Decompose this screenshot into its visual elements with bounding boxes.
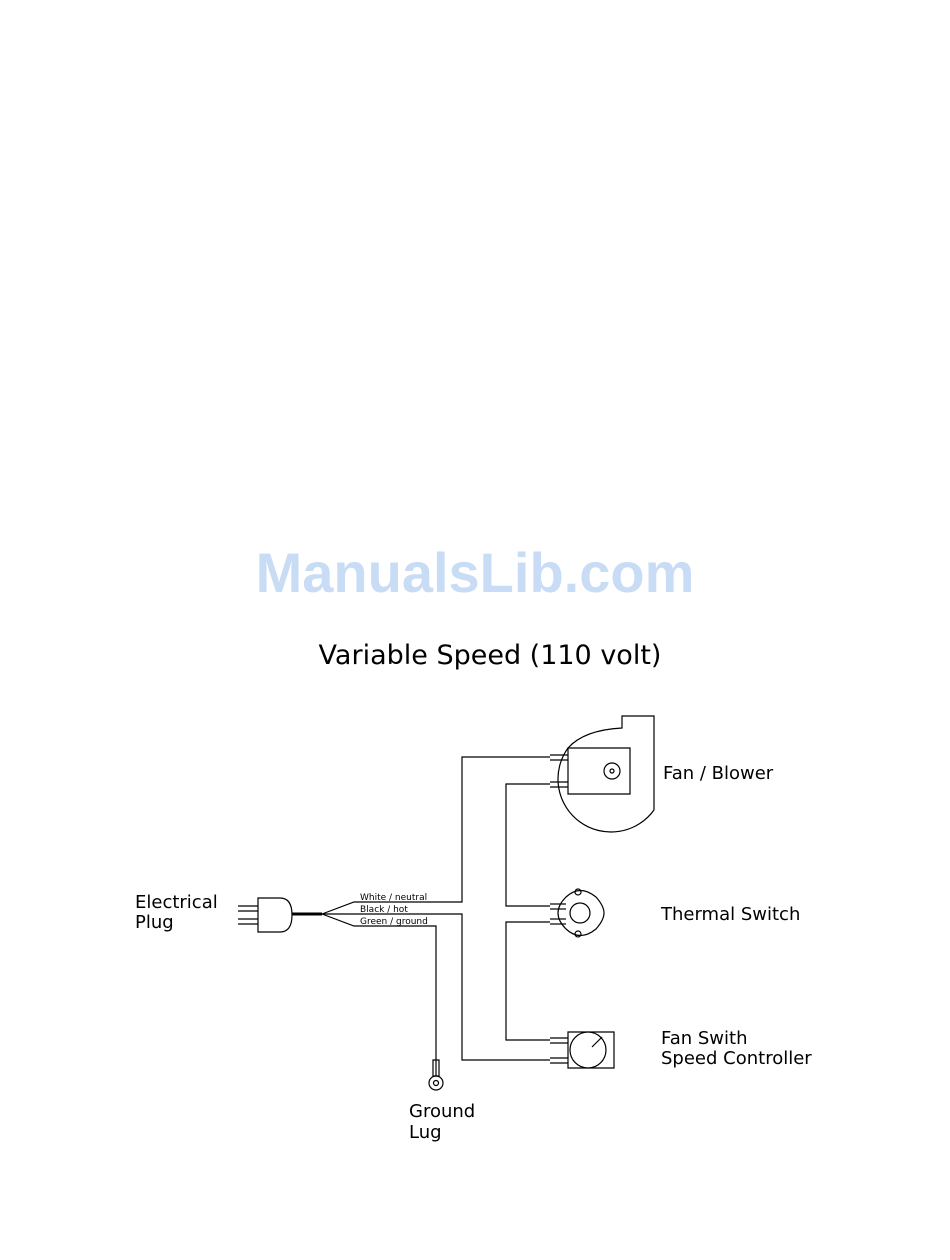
- wire-label-white: White / neutral: [360, 893, 427, 903]
- ground-label-line2: Lug: [409, 1123, 442, 1143]
- controller-label-line1: Fan Swith: [661, 1029, 747, 1049]
- thermal-switch-icon: [550, 889, 604, 937]
- electrical-plug-icon: [238, 898, 322, 932]
- wire-switch-bus: [506, 784, 550, 1040]
- wire-white-neutral: [322, 757, 550, 914]
- controller-label-line2: Speed Controller: [661, 1049, 812, 1069]
- thermal-switch-label: Thermal Switch: [661, 905, 800, 925]
- plug-label-line1: Electrical: [135, 893, 218, 913]
- wire-green-ground: [322, 914, 436, 1076]
- fan-blower-icon: [550, 716, 654, 832]
- plug-label-line2: Plug: [135, 913, 174, 933]
- speed-controller-icon: [550, 1032, 614, 1068]
- wire-label-black: Black / hot: [360, 905, 408, 915]
- wire-label-green: Green / ground: [360, 917, 428, 927]
- fan-label: Fan / Blower: [663, 764, 773, 784]
- ground-label-line1: Ground: [409, 1102, 475, 1122]
